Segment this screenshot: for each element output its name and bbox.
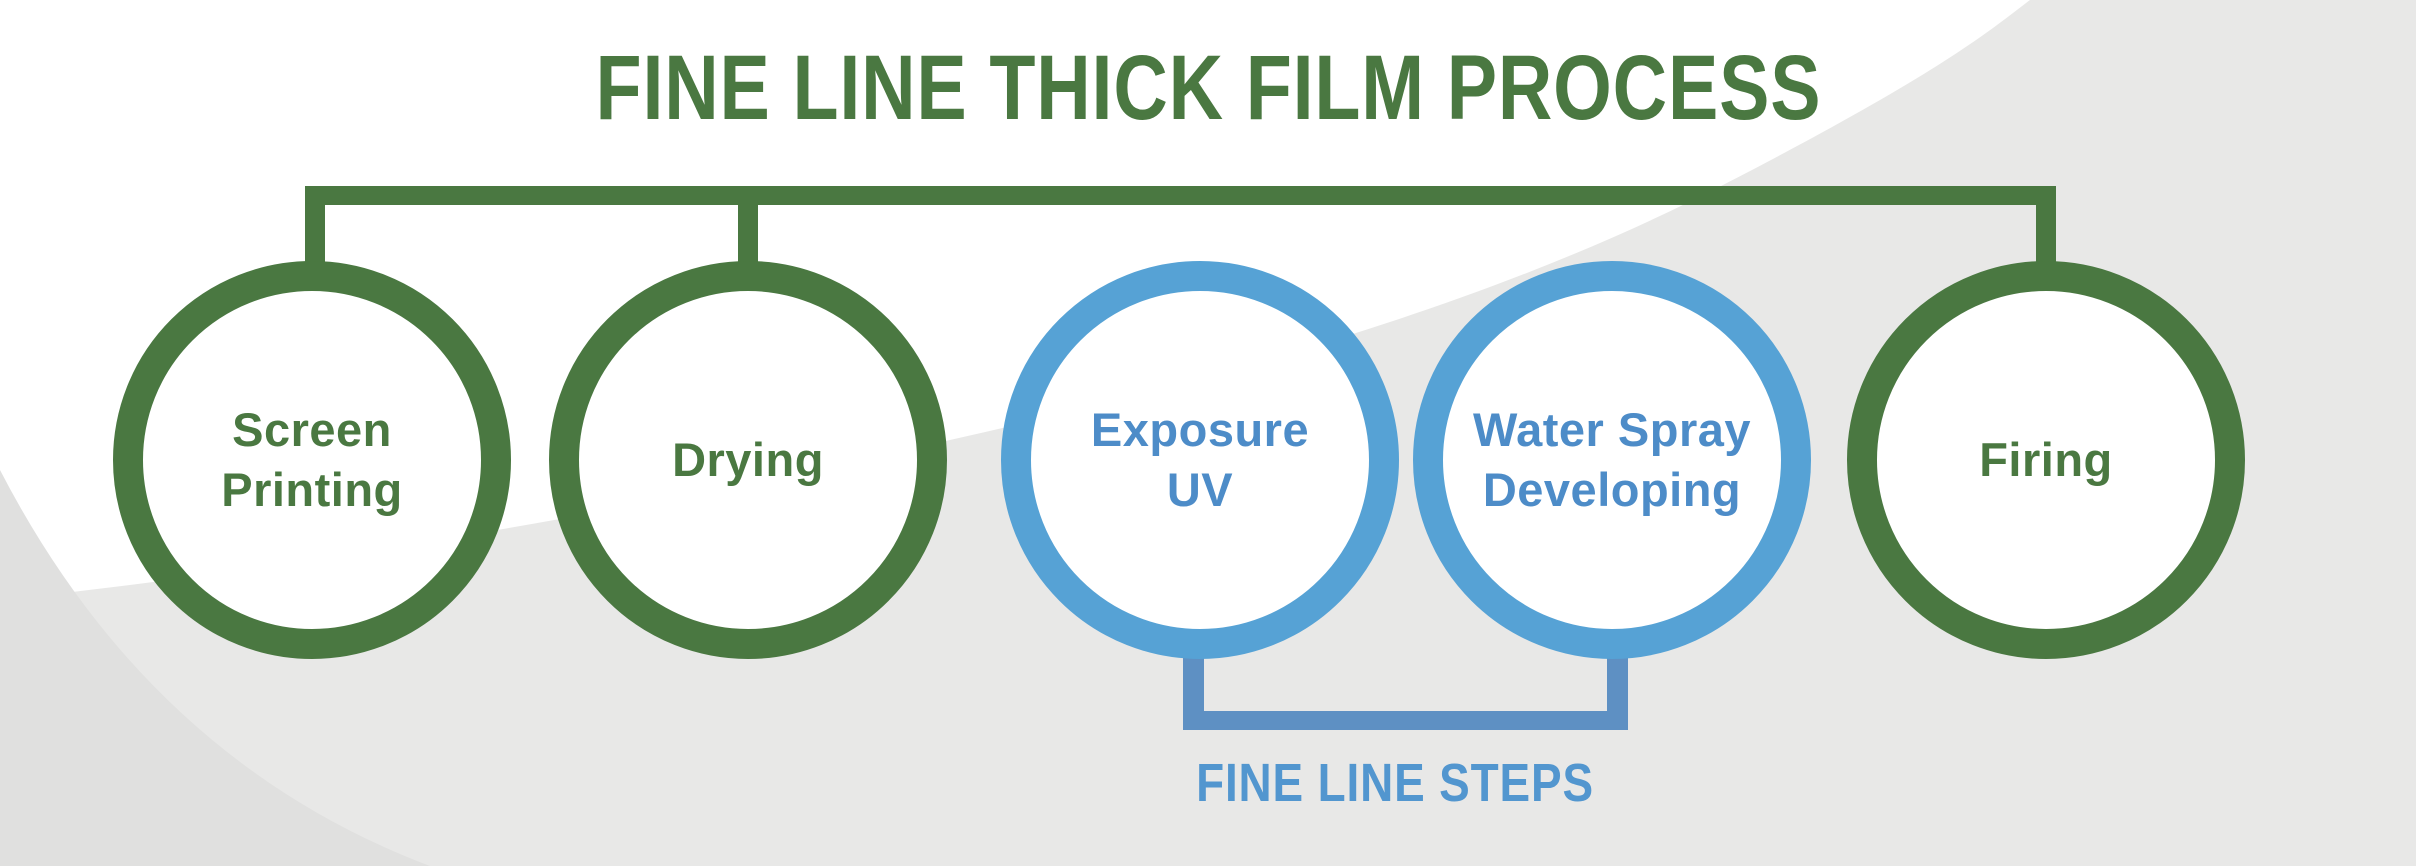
top-connector: [305, 186, 2056, 270]
step-label-firing: Firing: [1979, 432, 2113, 486]
step-circle-water-spray-developing: [1413, 261, 1811, 659]
step-circle-drying: [549, 261, 947, 659]
step-circle-exposure-uv: [1001, 261, 1399, 659]
top-connector-drop-firing: [2036, 186, 2056, 270]
top-connector-drop-drying: [738, 186, 758, 270]
step-label-drying: Drying: [672, 432, 824, 486]
background-corner-wedge-shape: [0, 470, 430, 866]
fine-line-bracket: [1183, 655, 1628, 730]
page-title-text: FINE LINE THICK FILM PROCESS: [595, 37, 1821, 139]
step-label-water-spray-developing: Water Spray Developing: [1472, 402, 1752, 516]
top-connector-drop-screen-printing: [305, 186, 325, 270]
step-label-exposure-uv: Exposure UV: [1090, 402, 1310, 516]
step-circle-screen-printing: [113, 261, 511, 659]
top-connector-bar: [305, 186, 2056, 205]
step-circle-firing: [1847, 261, 2245, 659]
fine-line-bracket-bar: [1183, 711, 1628, 730]
fine-line-steps-label: FINE LINE STEPS: [1161, 756, 1629, 810]
fine-line-steps-label-text: FINE LINE STEPS: [1196, 753, 1594, 813]
step-label-screen-printing: Screen Printing: [221, 402, 403, 516]
page-title: FINE LINE THICK FILM PROCESS: [0, 42, 2416, 134]
